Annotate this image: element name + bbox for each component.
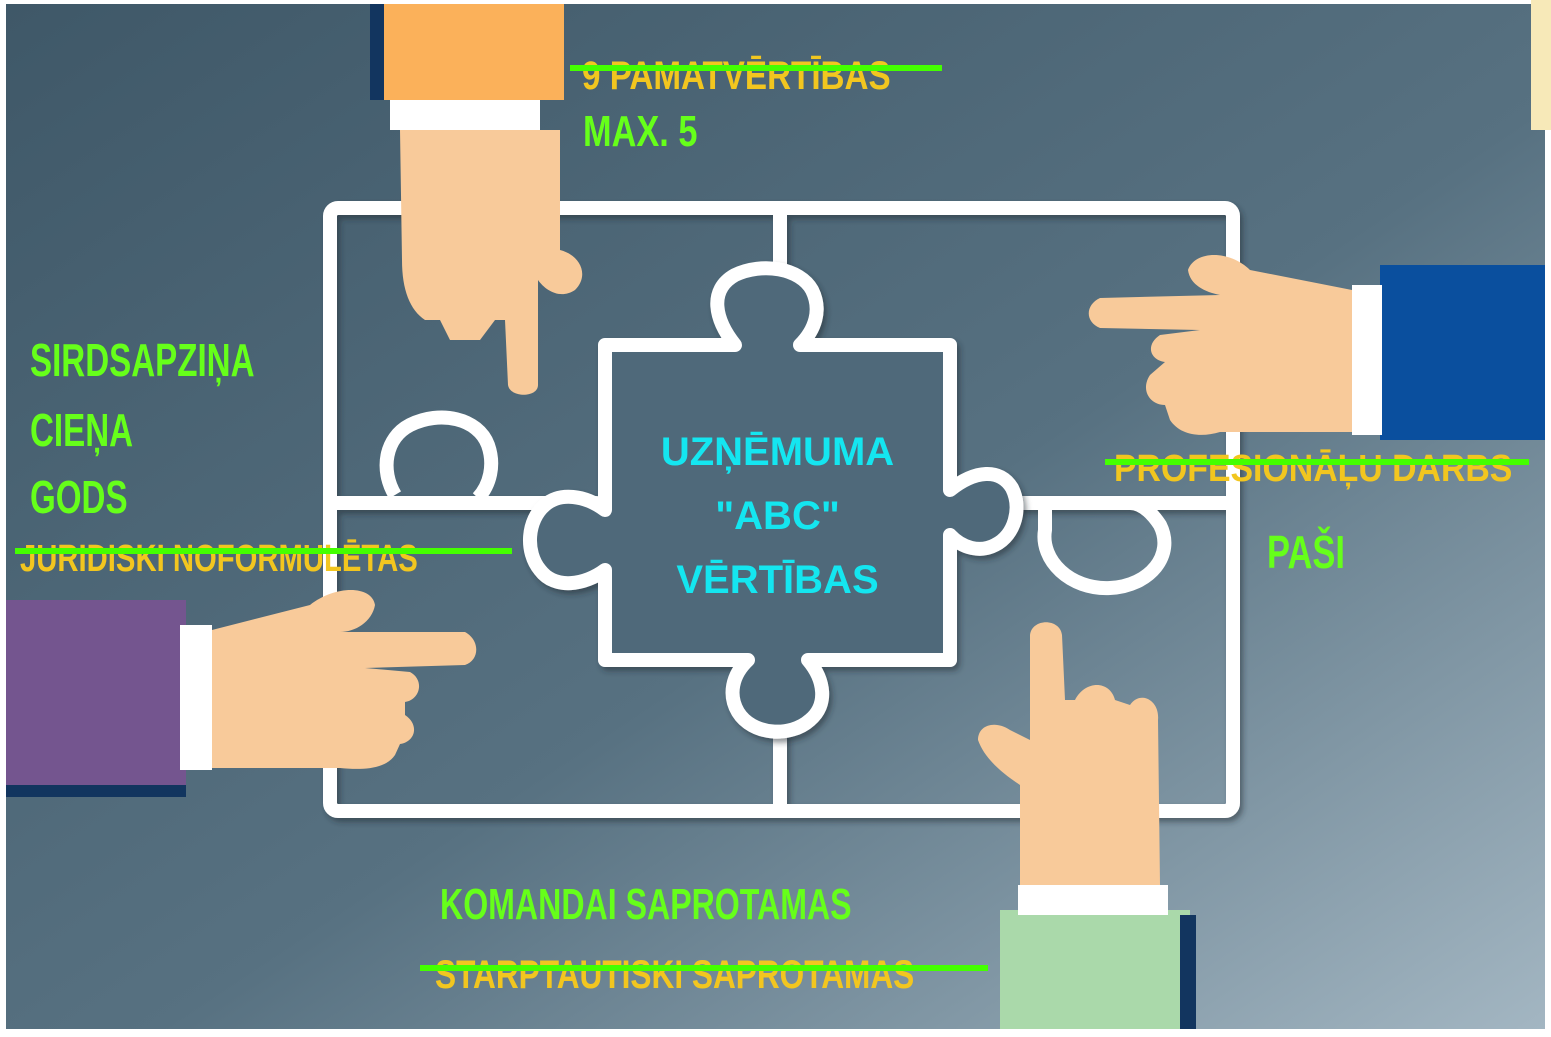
bottom-strike-line — [420, 965, 988, 971]
right-struck-label: PROFESIONĀĻU DARBS — [1114, 448, 1513, 490]
top-struck-label: 9 PAMATVĒRTĪBAS — [582, 54, 891, 98]
center-title: UZŅĒMUMA "ABC" VĒRTĪBAS — [605, 420, 950, 612]
right-puzzle-tab — [1037, 496, 1172, 596]
right-strike-line — [1105, 459, 1529, 465]
center-line-2: "ABC" — [715, 494, 840, 538]
bottom-struck-label: STARPTAUTISKI SAPROTAMAS — [435, 953, 915, 997]
center-line-1: UZŅĒMUMA — [660, 430, 895, 474]
hand-top — [370, 4, 583, 395]
hand-right — [1088, 255, 1545, 440]
left-struck-label: JURIDISKI NOFORMULĒTAS — [20, 538, 418, 580]
top-new-label: MAX. 5 — [583, 107, 698, 156]
left-strike-line — [15, 548, 512, 554]
right-new-label: PAŠI — [1267, 526, 1345, 578]
left-value-2: CIEŅA — [30, 404, 134, 456]
top-strike-line — [570, 65, 942, 71]
corner-accent — [1531, 0, 1551, 130]
hand-bottom — [978, 622, 1196, 1029]
hand-left — [6, 590, 477, 797]
bottom-new-label: KOMANDAI SAPROTAMAS — [440, 880, 852, 929]
left-value-3: GODS — [30, 471, 128, 523]
center-line-3: VĒRTĪBAS — [676, 558, 879, 602]
left-puzzle-tab — [379, 410, 499, 503]
left-value-1: SIRDSAPZIŅA — [30, 334, 255, 386]
center-puzzle-piece — [523, 261, 1024, 739]
